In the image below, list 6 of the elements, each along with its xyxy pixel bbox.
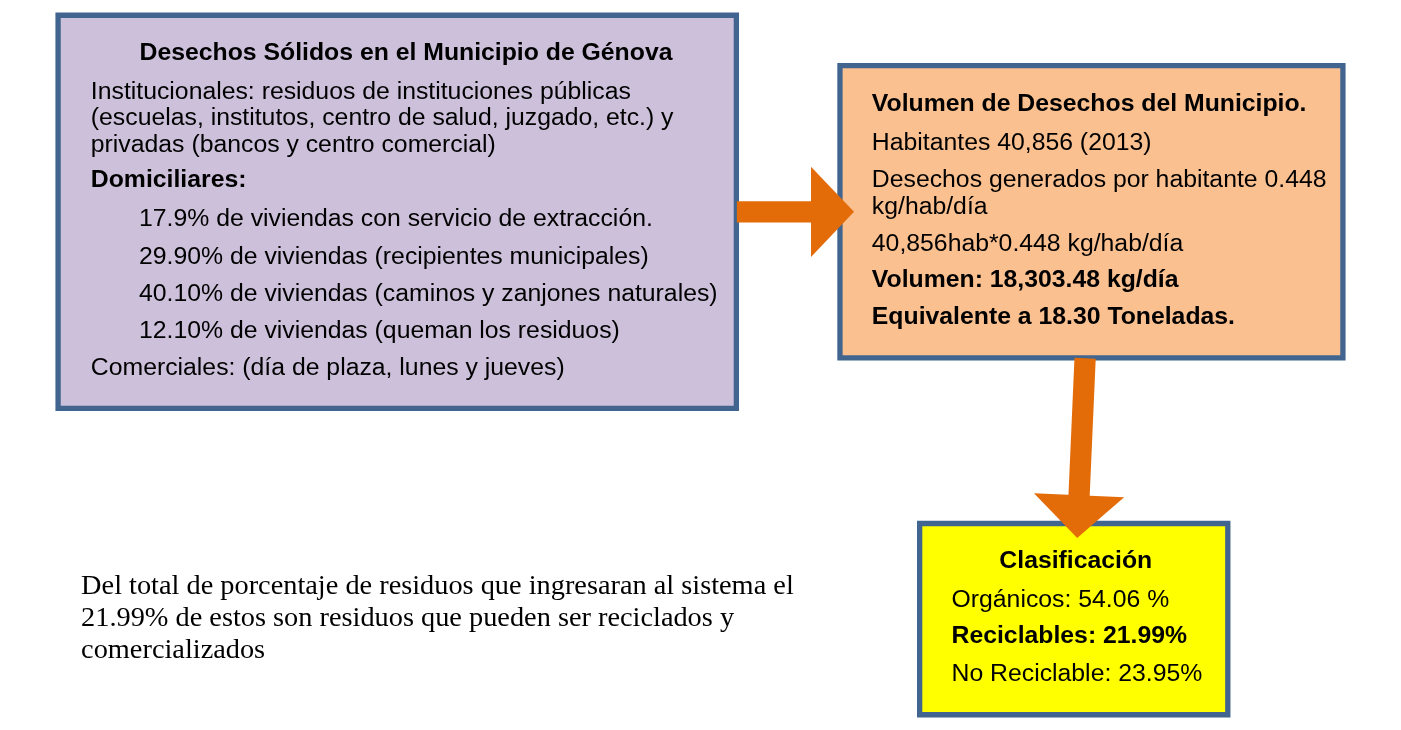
node-box: Clasificación Orgánicos: 54.06 % Reciclables: 21.99% No Reciclable: 23.95% [917,520,1231,718]
arrow [736,166,855,257]
label: Del total de porcentaje de residuos que ingresaran al sistema el 21.99% de estos son residuos que pueden ser reciclados y comercializados [81,568,794,664]
node-box: Desechos Sólidos en el Municipio de Génova Institucionales: residuos de instituciones públicas (escuelas, institutos, centro de salud, juzgado, etc.) y privadas (bancos y centro comercial) Domiciliares: 17.9% de viviendas con servicio de extracción. 29.90% de viviendas (recipientes municipales) 40.10% de viviendas (caminos y zanjones naturales) 12.10% de viviendas (queman los residuos) Comerciales: (día de plaza, lunes y jueves) [55,12,739,412]
arrow [1033,357,1125,539]
node-box: Volumen de Desechos del Municipio. Habitantes 40,856 (2013) Desechos generados por habitante 0.448 kg/hab/día 40,856hab*0.448 kg/hab/día Volumen: 18,303.48 kg/día Equivalente a 18.30 Toneladas. [837,63,1346,361]
